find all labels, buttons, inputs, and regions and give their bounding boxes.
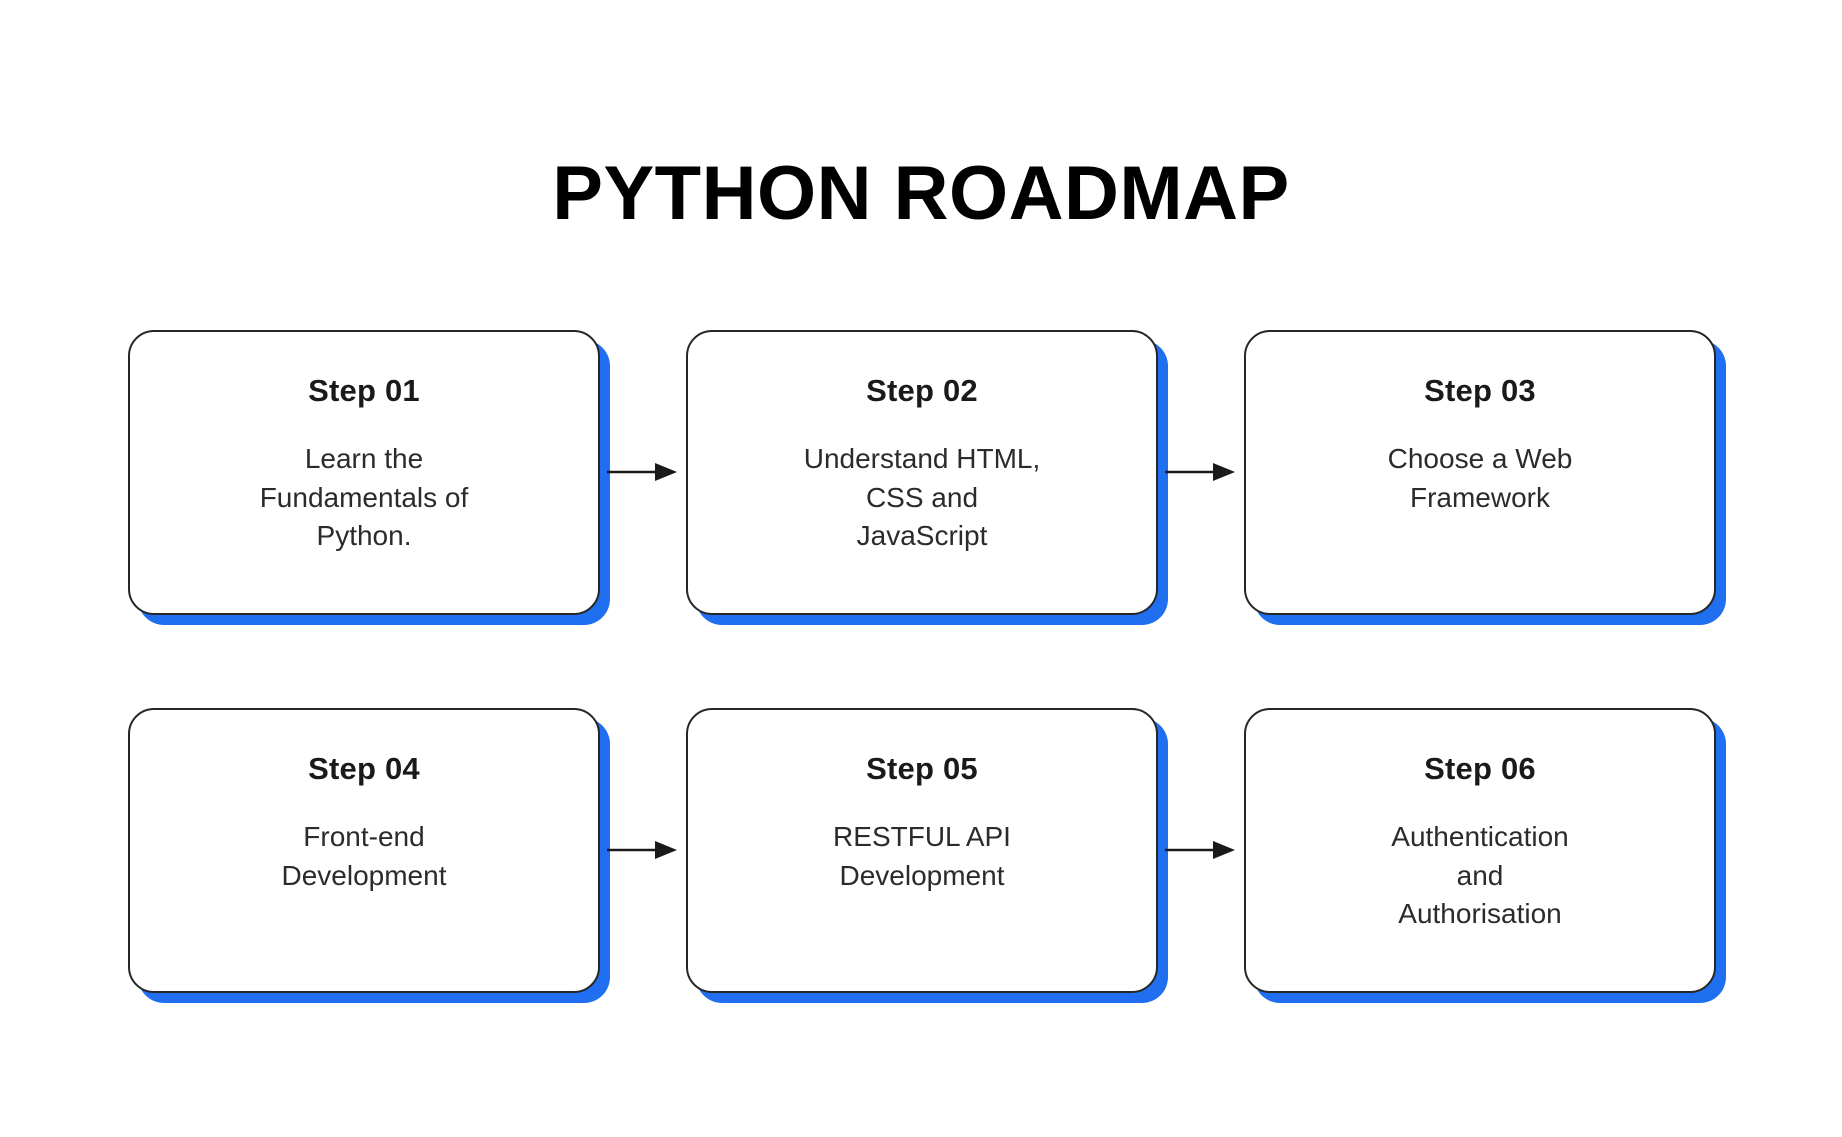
card-description: Front-end Development bbox=[281, 821, 447, 891]
card-body[interactable]: Step 02 Understand HTML, CSS and JavaScr… bbox=[686, 330, 1158, 615]
card-step-label: Step 05 bbox=[866, 751, 978, 786]
card-body[interactable]: Step 05 RESTFUL API Development bbox=[686, 708, 1158, 993]
card-body[interactable]: Step 06 Authentication and Authorisation bbox=[1244, 708, 1716, 993]
card-step-label: Step 04 bbox=[308, 751, 420, 786]
steps-grid: Step 01 Learn the Fundamentals of Python… bbox=[128, 330, 1743, 1003]
page-title: PYTHON ROADMAP bbox=[552, 151, 1290, 236]
card-step-label: Step 03 bbox=[1424, 373, 1536, 408]
step-card-6[interactable]: Step 06 Authentication and Authorisation bbox=[1244, 708, 1726, 1003]
steps-row-2: Step 04 Front-end Development Step 05 RE… bbox=[128, 708, 1743, 1003]
card-description: Understand HTML, CSS and JavaScript bbox=[803, 443, 1041, 552]
card-body[interactable]: Step 04 Front-end Development bbox=[128, 708, 600, 993]
card-description: RESTFUL API Development bbox=[833, 821, 1011, 891]
arrow-right-icon bbox=[600, 708, 686, 993]
card-description: Learn the Fundamentals of Python. bbox=[259, 443, 469, 552]
step-card-3[interactable]: Step 03 Choose a Web Framework bbox=[1244, 330, 1726, 625]
card-description: Choose a Web Framework bbox=[1387, 443, 1573, 513]
card-step-label: Step 01 bbox=[308, 373, 420, 408]
card-description: Authentication and Authorisation bbox=[1391, 821, 1569, 930]
step-card-5[interactable]: Step 05 RESTFUL API Development bbox=[686, 708, 1168, 1003]
arrow-right-icon bbox=[1158, 708, 1244, 993]
card-body[interactable]: Step 03 Choose a Web Framework bbox=[1244, 330, 1716, 615]
step-card-2[interactable]: Step 02 Understand HTML, CSS and JavaScr… bbox=[686, 330, 1168, 625]
card-step-label: Step 02 bbox=[866, 373, 978, 408]
steps-row-1: Step 01 Learn the Fundamentals of Python… bbox=[128, 330, 1743, 625]
card-body[interactable]: Step 01 Learn the Fundamentals of Python… bbox=[128, 330, 600, 615]
step-card-1[interactable]: Step 01 Learn the Fundamentals of Python… bbox=[128, 330, 610, 625]
step-card-4[interactable]: Step 04 Front-end Development bbox=[128, 708, 610, 1003]
arrow-right-icon bbox=[600, 330, 686, 615]
arrow-right-icon bbox=[1158, 330, 1244, 615]
card-step-label: Step 06 bbox=[1424, 751, 1536, 786]
